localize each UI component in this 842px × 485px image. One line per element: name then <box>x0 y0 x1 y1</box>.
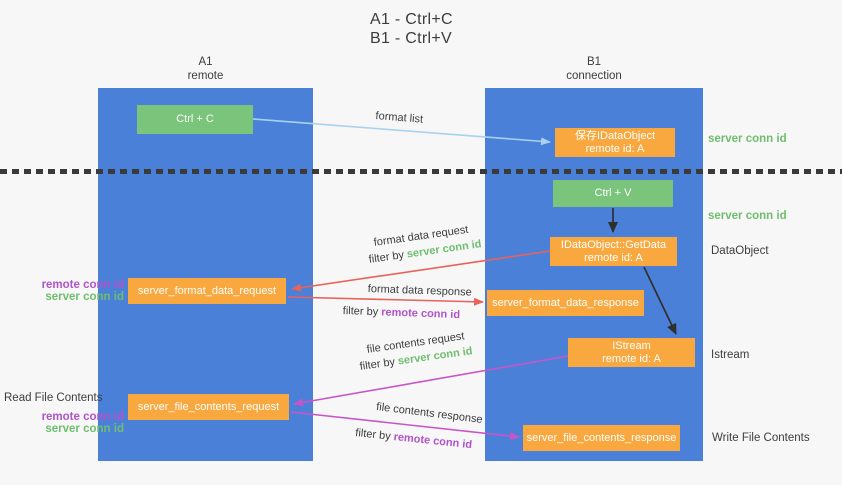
column-b1-role: connection <box>566 70 622 82</box>
filter-by-text: filter by <box>368 249 405 266</box>
diagram-title: A1 - Ctrl+C B1 - Ctrl+V <box>370 10 453 48</box>
save-idataobject-node: 保存IDataObject remote id: A <box>555 128 675 157</box>
write-file-contents-annotation: Write File Contents <box>712 432 810 444</box>
ctrl-c-node: Ctrl + C <box>137 105 253 134</box>
save-idataobject-line1: 保存IDataObject <box>574 129 656 142</box>
column-a1-name: A1 <box>198 56 213 68</box>
ctrl-v-label: Ctrl + V <box>594 187 632 199</box>
server-file-contents-request-label: server_file_contents_request <box>137 400 280 413</box>
format-data-response-label: format data response <box>367 283 472 299</box>
server-format-data-request-node: server_format_data_request <box>128 278 286 304</box>
file-contents-response-label: file contents response <box>375 401 484 426</box>
istream-annotation: Istream <box>711 349 750 361</box>
read-file-contents-annotation: Read File Contents <box>4 392 103 404</box>
server-format-data-response-node: server_format_data_response <box>487 290 644 316</box>
title-line-1: A1 - Ctrl+C <box>370 11 453 28</box>
getdata-line1: IDataObject::GetData <box>560 238 667 251</box>
column-a1-role: remote <box>187 70 224 82</box>
ctrl-v-node: Ctrl + V <box>553 180 673 207</box>
session-divider-dotted-line <box>0 169 842 174</box>
server-file-contents-request-node: server_file_contents_request <box>128 394 289 420</box>
remote-conn-id-annotation-1: remote conn id <box>41 279 124 291</box>
title-line-2: B1 - Ctrl+V <box>370 30 452 47</box>
column-b1-name: B1 <box>586 56 602 68</box>
server-format-data-request-label: server_format_data_request <box>137 284 277 297</box>
left-conn-id-annotations-1: remote conn id server conn id <box>18 279 124 303</box>
server-conn-id-annotation-top: server conn id <box>708 133 787 145</box>
server-file-contents-response-node: server_file_contents_response <box>523 425 680 451</box>
format-list-label: format list <box>375 110 424 126</box>
column-header-a1: A1 remote <box>98 55 313 83</box>
server-file-contents-response-label: server_file_contents_response <box>526 431 677 444</box>
server-conn-id-annotation-mid: server conn id <box>708 210 787 222</box>
column-header-b1: B1 connection <box>485 55 703 83</box>
istream-line1: IStream <box>612 339 651 352</box>
ctrl-c-label: Ctrl + C <box>176 113 214 125</box>
remote-conn-id-key: remote conn id <box>381 306 461 322</box>
dataobject-annotation: DataObject <box>711 245 769 257</box>
left-conn-id-annotations-2: remote conn id server conn id <box>20 411 124 435</box>
filter-by-text: filter by <box>342 305 379 319</box>
remote-conn-id-key: remote conn id <box>393 431 473 452</box>
server-format-data-response-label: server_format_data_response <box>492 296 639 309</box>
getdata-line2: remote id: A <box>584 251 643 264</box>
getdata-node: IDataObject::GetData remote id: A <box>550 237 677 266</box>
server-conn-id-annotation-1: server conn id <box>45 291 124 303</box>
istream-node: IStream remote id: A <box>568 338 695 367</box>
filter-by-text: filter by <box>359 356 396 373</box>
remote-conn-id-annotation-2: remote conn id <box>41 411 124 423</box>
server-conn-id-annotation-2: server conn id <box>45 423 124 435</box>
save-idataobject-line2: remote id: A <box>585 142 645 155</box>
istream-line2: remote id: A <box>602 352 661 365</box>
filter-by-text: filter by <box>354 427 392 443</box>
